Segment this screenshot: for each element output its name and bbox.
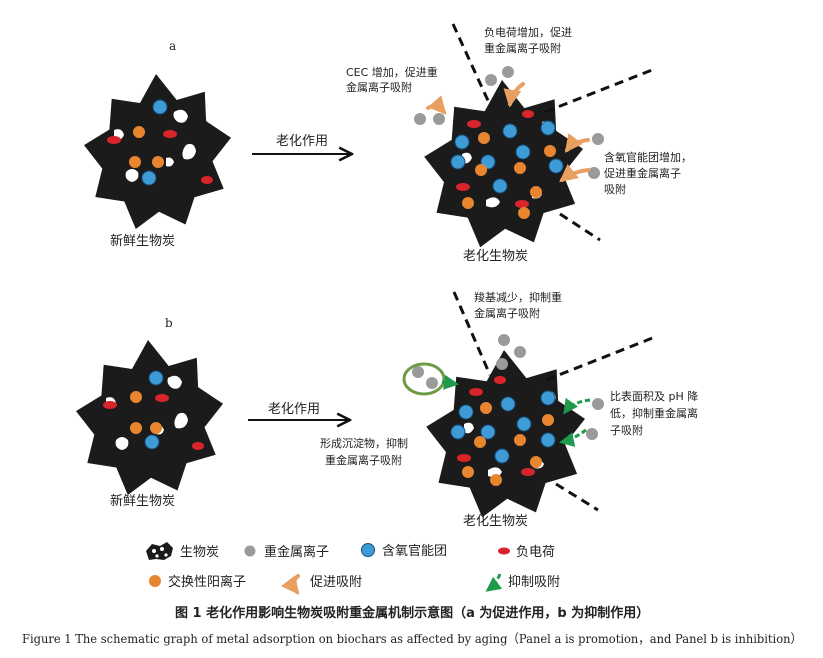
carboxyl-text-2: 金属离子吸附 [474,306,540,320]
fresh-biochar-label-a: 新鲜生物炭 [110,233,175,249]
legend-inhibit-label: 抑制吸附 [508,575,560,590]
aged-b-particles [450,376,556,486]
surface-text-3: 子吸附 [610,423,643,437]
legend-heavy-metal-label: 重金属离子 [264,544,329,560]
pore-lines-b [452,291,656,512]
panel-b-letter: b [165,316,173,330]
inhibit-arrows-b [441,374,591,447]
carboxyl-text-1: 羧基减少，抑制重 [474,290,562,304]
precipitate-text-1: 形成沉淀物，抑制 [320,436,408,450]
legend-inhibit-arrow-icon [485,573,503,592]
heavy-metal-ions-b [412,334,604,440]
negative-text-1: 负电荷增加，促进 [484,25,572,39]
cec-text-1: CEC 增加，促进重 [346,65,438,79]
aged-biochar-label-b: 老化生物炭 [463,514,528,529]
legend-negative-charge-icon [498,547,510,555]
legend-negative-charge-label: 负电荷 [516,545,555,560]
legend-biochar-icon [146,542,173,560]
panel-a-letter: a [169,39,176,53]
legend-promote-label: 促进吸附 [310,575,362,590]
legend-cation-label: 交换性阳离子 [168,574,246,590]
fresh-biochar-b [76,340,223,495]
fresh-b-particles [103,370,204,450]
legend-oxygen-group-icon [361,543,375,557]
promote-arrows-a [426,82,590,183]
precipitate-text-2: 重金属离子吸附 [325,453,402,467]
caption-cn: 图 1 老化作用影响生物炭吸附重金属机制示意图（a 为促进作用，b 为抑制作用） [175,605,649,621]
cec-text-2: 金属离子吸附 [346,80,412,94]
fresh-biochar-label-b: 新鲜生物炭 [110,493,175,509]
legend-promote-arrow-icon [281,574,300,595]
legend: 生物炭 重金属离子 含氧官能团 负电荷 交换性阳离子 促进吸附 抑制吸附 [146,542,560,595]
oxy-text-1: 含氧官能团增加， [604,150,692,164]
aged-biochar-label-a: 老化生物炭 [463,249,528,264]
aged-a-particles [450,110,564,219]
heavy-metal-ions-a [414,66,604,179]
fresh-biochar-a [84,74,231,229]
oxy-text-2: 促进重金属离子 [604,166,681,180]
aging-label-b: 老化作用 [268,402,320,417]
pore-lines-a [451,23,653,242]
caption-en: Figure 1 The schematic graph of metal ad… [22,631,802,646]
fresh-a-particles [107,99,213,186]
surface-text-2: 低，抑制重金属离 [610,406,698,420]
aging-label-a: 老化作用 [276,134,328,149]
legend-heavy-metal-icon [244,545,256,557]
precipitate-highlight-ellipse [402,362,446,396]
legend-oxygen-group-label: 含氧官能团 [382,543,447,559]
oxy-text-3: 吸附 [604,182,626,196]
negative-text-2: 重金属离子吸附 [484,41,561,55]
surface-text-1: 比表面积及 pH 降 [610,389,698,403]
legend-biochar-label: 生物炭 [180,545,219,560]
legend-cation-icon [149,575,161,587]
